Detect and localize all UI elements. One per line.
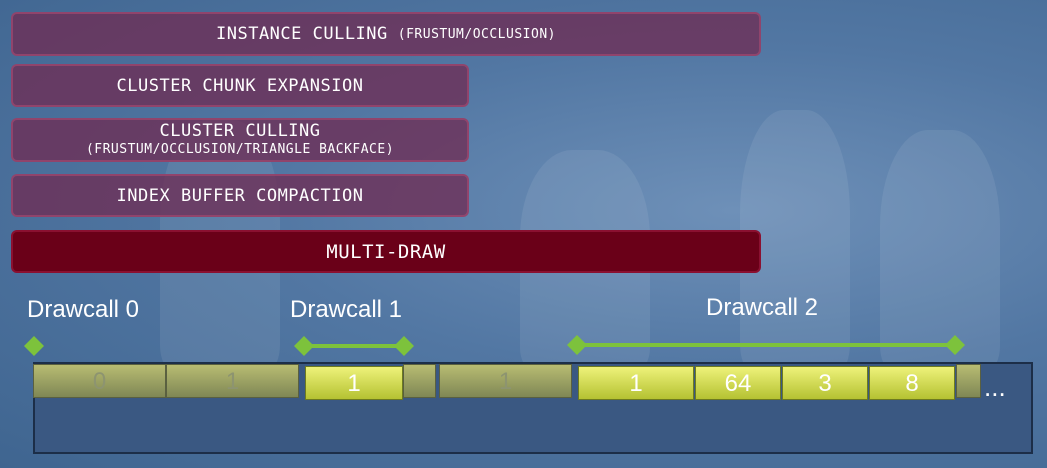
buffer-cell-5: 1 [578, 366, 694, 400]
stage-index-buffer-compaction: INDEX BUFFER COMPACTION [11, 174, 469, 217]
stage-title: CLUSTER CULLING [159, 121, 321, 141]
stage-suffix: (FRUSTUM/OCCLUSION) [397, 26, 556, 42]
stage-title: INSTANCE CULLING [216, 24, 388, 44]
buffer-cell-9 [956, 364, 981, 398]
buffer-cell-8: 8 [869, 366, 955, 400]
buffer-cell-0: 0 [33, 364, 166, 398]
buffer-cell-2: 1 [305, 366, 403, 400]
stage-cluster-chunk-expansion: CLUSTER CHUNK EXPANSION [11, 64, 469, 107]
stage-title: CLUSTER CHUNK EXPANSION [116, 75, 364, 96]
buffer-cell-6: 64 [695, 366, 781, 400]
drawcall-label-1: Drawcall 1 [290, 296, 403, 323]
buffer-cell-4: 1 [439, 364, 572, 398]
background-figure-4 [880, 130, 1000, 370]
drawcall-1-start-marker [294, 336, 314, 356]
stage-cluster-culling: CLUSTER CULLING (FRUSTUM/OCCLUSION/TRIAN… [11, 118, 469, 162]
stage-title: INDEX BUFFER COMPACTION [116, 185, 364, 206]
stage-subtitle: (FRUSTUM/OCCLUSION/TRIANGLE BACKFACE) [85, 142, 395, 157]
drawcall-label-0: Drawcall 0 [27, 296, 140, 323]
buffer-cell-7: 3 [782, 366, 868, 400]
drawcall-0-marker [24, 336, 44, 356]
buffer-cell-1: 1 [166, 364, 299, 398]
stage-instance-culling: INSTANCE CULLING (FRUSTUM/OCCLUSION) [11, 12, 761, 56]
stage-multi-draw: MULTI-DRAW [11, 230, 761, 273]
drawcall-1-end-marker [394, 336, 414, 356]
drawcall-label-2: Drawcall 2 [706, 294, 819, 321]
buffer-ellipsis: ... [984, 372, 1006, 402]
buffer-cell-3 [403, 364, 436, 398]
stage-title: MULTI-DRAW [326, 240, 446, 263]
